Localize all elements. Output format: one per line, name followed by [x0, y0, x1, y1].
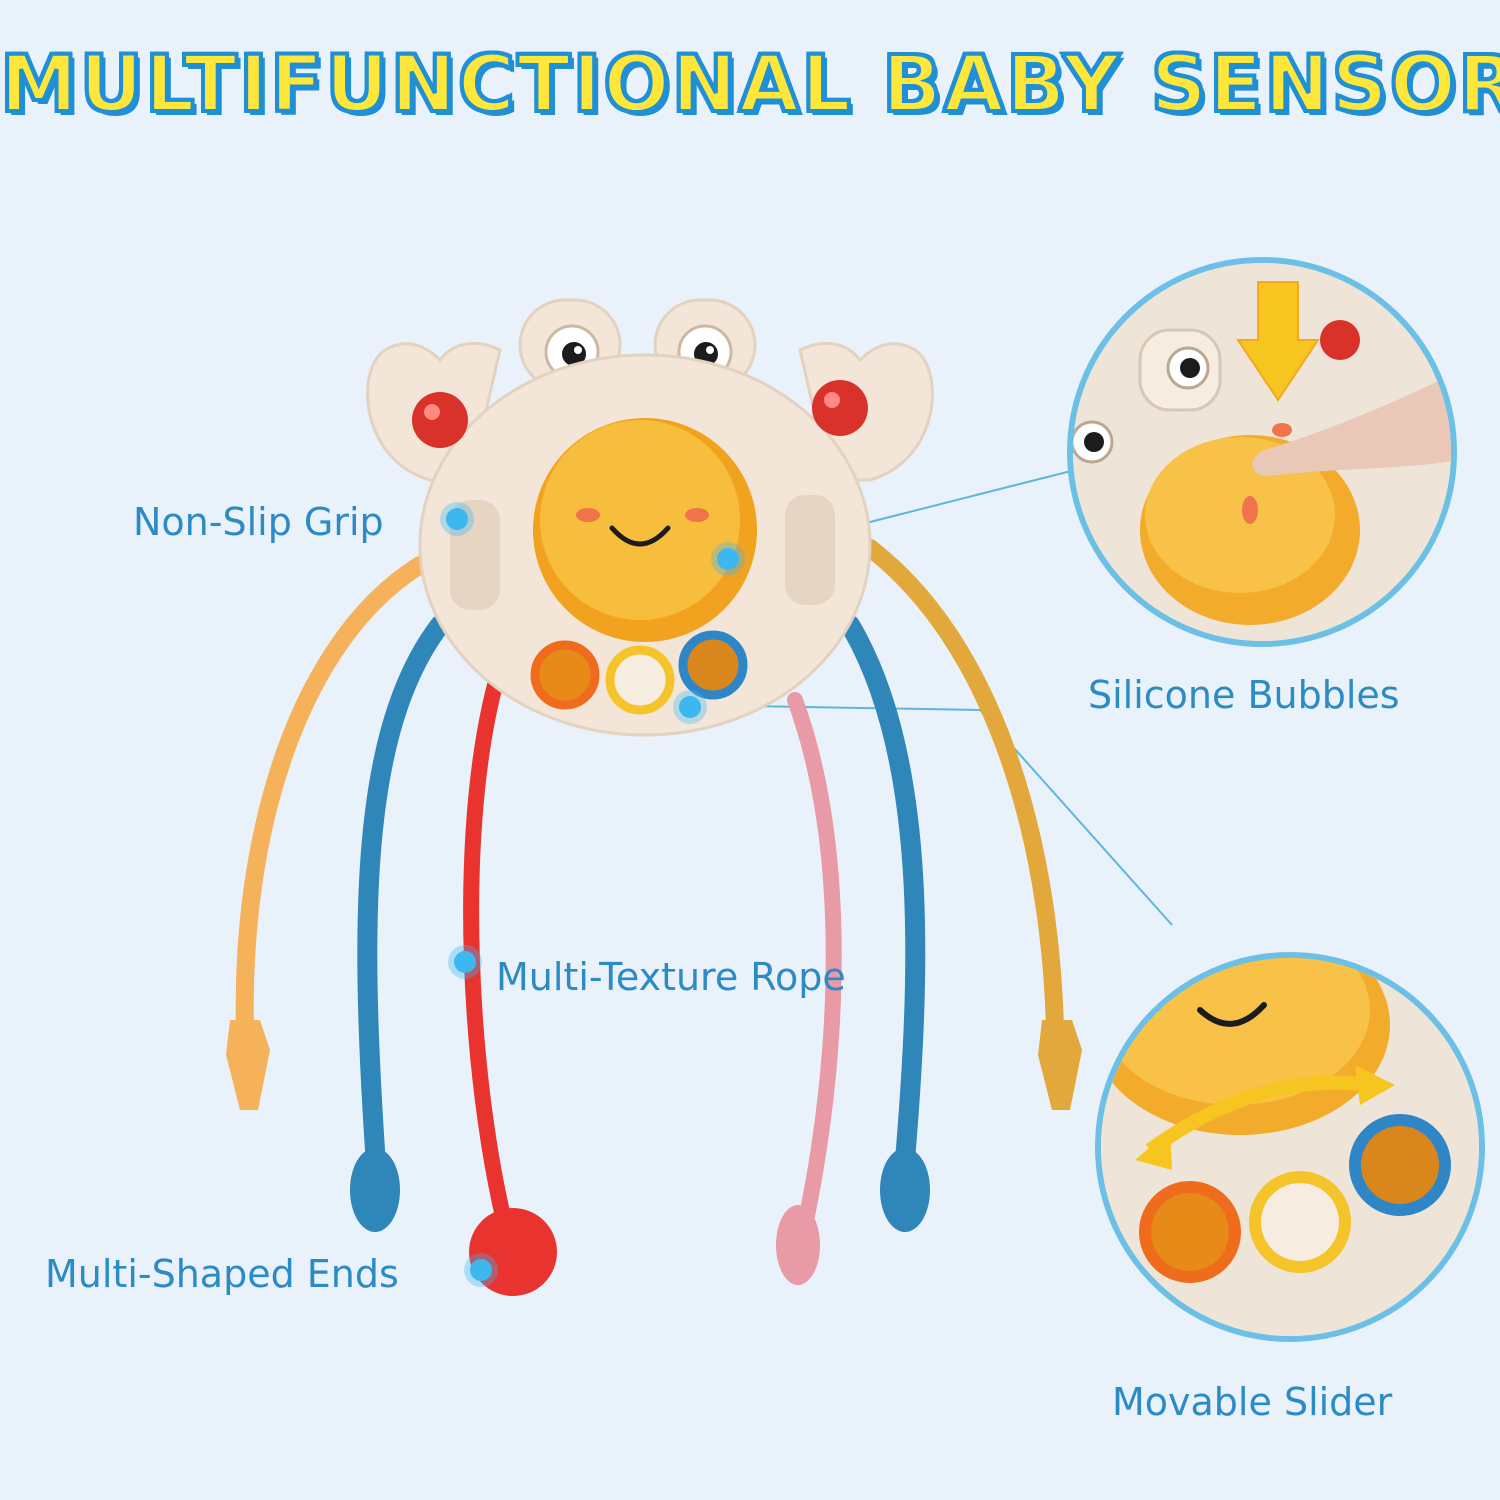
slider-rings	[530, 630, 748, 715]
callout-dot-slider	[679, 696, 701, 718]
callout-dot-bubble	[717, 548, 739, 570]
callout-dot-rope	[454, 951, 476, 973]
label-movable-slider: Movable Slider	[1112, 1380, 1393, 1424]
zoom-press-bubble-icon	[1067, 257, 1457, 647]
zoom-slider-icon	[1095, 952, 1485, 1342]
callout-dot-grip	[446, 508, 468, 530]
label-silicone-bubbles: Silicone Bubbles	[1088, 673, 1400, 717]
callout-dot-ends	[470, 1259, 492, 1281]
headline: MULTIFUNCTIONAL BABY SENSORY	[0, 38, 1500, 132]
label-non-slip-grip: Non-Slip Grip	[133, 500, 384, 544]
double-arrow-icon	[1145, 1075, 1371, 1156]
down-arrow-icon	[1236, 281, 1320, 402]
label-multi-shaped-ends: Multi-Shaped Ends	[45, 1252, 399, 1296]
label-multi-texture-rope: Multi-Texture Rope	[496, 955, 846, 999]
